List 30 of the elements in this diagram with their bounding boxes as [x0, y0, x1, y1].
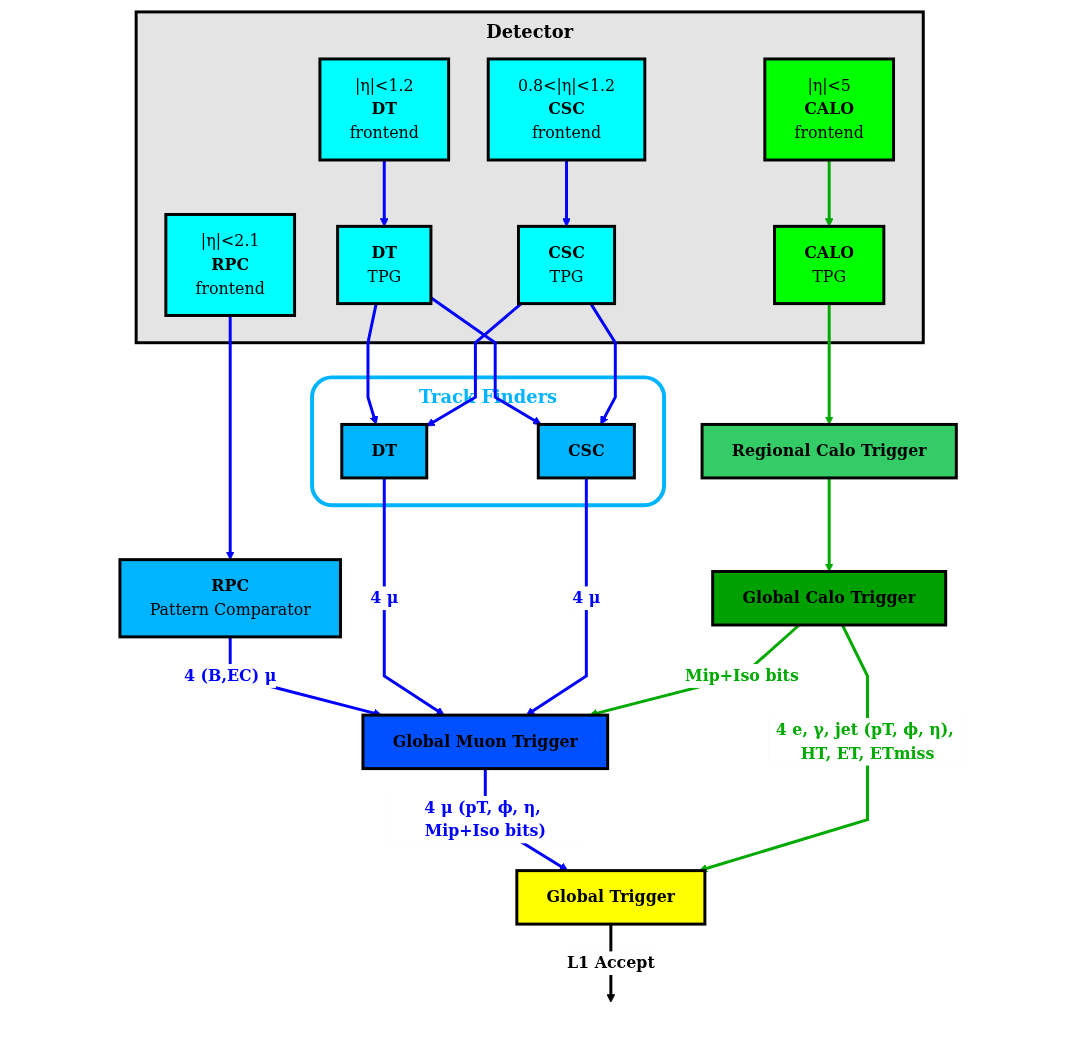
- node-box: |η|<2.1 RPC frontend: [164, 213, 297, 317]
- arrow: [383, 477, 445, 716]
- arrow: [562, 160, 572, 227]
- node-box: 0.8<|η|<1.2 CSC frontend: [487, 57, 647, 162]
- node-box: CALO TPG: [773, 224, 886, 306]
- edge-label: 4 μ: [572, 588, 601, 608]
- arrow: [366, 303, 379, 425]
- edge-label: 4 (B,EC) μ: [184, 666, 277, 685]
- arrow: [825, 160, 834, 227]
- arrow: [226, 315, 235, 560]
- node-box: |η|<1.2 DT frontend: [318, 57, 451, 162]
- arrow: [825, 303, 834, 425]
- node-box: DT: [340, 422, 429, 480]
- node-box: Global Trigger: [515, 869, 707, 926]
- arrow: [380, 160, 389, 227]
- edge-label: 4 e, γ, jet (pT, ϕ, η), HT, ET, ETmiss: [776, 720, 954, 763]
- edge-label: L1 Accept: [567, 953, 655, 973]
- node-box: CSC TPG: [517, 224, 617, 306]
- node-box: CSC: [537, 422, 637, 480]
- node-box: RPC Pattern Comparator: [118, 558, 343, 639]
- node-box: Global Calo Trigger: [711, 570, 948, 627]
- node-box: DT TPG: [336, 224, 433, 306]
- arrow: [526, 477, 589, 716]
- node-box: Global Muon Trigger: [361, 713, 610, 771]
- node-box: |η|<5 CALO frontend: [763, 57, 896, 162]
- edge-label: 4 μ: [370, 588, 399, 608]
- edge-label: 4 μ (pT, ϕ, η, Mip+Iso bits): [424, 797, 547, 841]
- arrow: [825, 477, 834, 572]
- edge-label: Mip+Iso bits: [685, 666, 800, 685]
- node-box: Regional Calo Trigger: [700, 422, 959, 480]
